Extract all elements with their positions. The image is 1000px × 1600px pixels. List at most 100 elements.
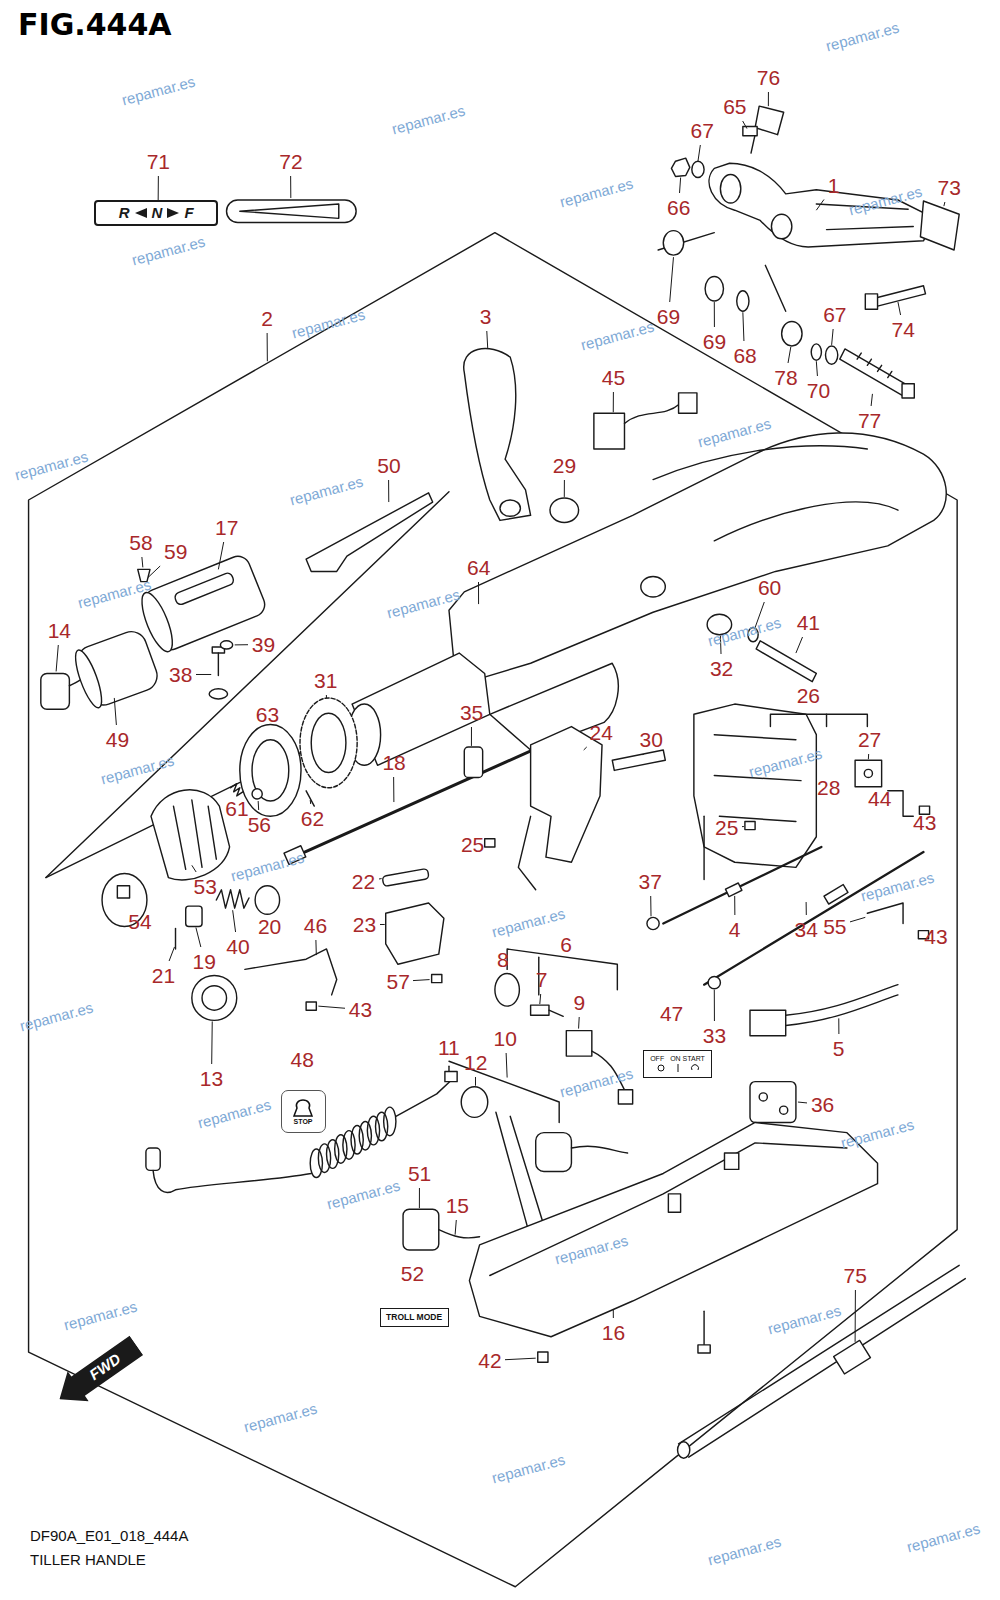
node-text: F [184, 205, 193, 221]
leader-line [743, 121, 747, 129]
leader-line [211, 1021, 213, 1064]
watermark: repamar.es [288, 474, 365, 509]
callout-number: 37 [638, 870, 663, 893]
callout-number: 16 [601, 1321, 626, 1344]
leader-line [393, 777, 394, 802]
leader-line [714, 302, 715, 327]
stop-icon: STOP [281, 1090, 326, 1133]
callout-number: 68 [732, 344, 757, 367]
watermark: repamar.es [696, 416, 773, 451]
leader-line [380, 924, 385, 925]
watermark: repamar.es [13, 448, 90, 483]
callout-number: 46 [303, 914, 328, 937]
leader-line [584, 747, 587, 750]
leader-line [613, 1309, 614, 1318]
callout-number: 72 [278, 150, 303, 173]
callout-number: 75 [843, 1264, 868, 1287]
callout-number: 14 [47, 619, 72, 642]
callout-number: 59 [163, 540, 188, 563]
leader-line [475, 1077, 476, 1086]
callout-number: 43 [348, 998, 373, 1021]
leader-line [838, 1018, 839, 1034]
off-symbol [658, 1065, 664, 1071]
leader-line [236, 793, 237, 794]
callout-number: 50 [376, 454, 401, 477]
leader-line [898, 302, 901, 315]
callout-number: 56 [247, 813, 272, 836]
watermark: repamar.es [325, 1178, 402, 1213]
leader-line [379, 878, 382, 879]
leader-line [141, 557, 143, 567]
callout-number: 27 [857, 728, 882, 751]
callout-number: 3 [479, 305, 493, 328]
callout-number: 48 [290, 1048, 315, 1071]
callout-number: 18 [381, 751, 406, 774]
leader-line [192, 865, 196, 872]
watermark: repamar.es [906, 1521, 983, 1556]
callout-number: 29 [552, 454, 577, 477]
callout-number: 11 [437, 1036, 461, 1059]
callout-number: 15 [445, 1194, 470, 1217]
node-text: N [152, 205, 163, 221]
callout-number: 71 [146, 150, 171, 173]
arrow-triangle [167, 208, 179, 218]
callout-number: 67 [822, 303, 847, 326]
decal-row: OFFON START [650, 1055, 705, 1062]
callout-number: 39 [251, 633, 276, 656]
callout-number: 70 [806, 379, 831, 402]
leader-line [832, 329, 833, 345]
leader-line [196, 674, 211, 675]
leader-line [506, 1053, 507, 1078]
callout-number: 9 [573, 991, 587, 1014]
leader-line [148, 566, 160, 578]
leader-line [539, 994, 541, 1004]
callout-number: 69 [656, 305, 681, 328]
leader-line [816, 199, 824, 210]
callout-number: 64 [466, 556, 491, 579]
callout-number: 57 [385, 970, 410, 993]
callout-number: 76 [756, 66, 781, 89]
callout-number: 26 [796, 684, 821, 707]
callout-number: 65 [722, 95, 747, 118]
leader-line [734, 896, 735, 915]
leader-line [670, 257, 674, 302]
callout-number: 33 [702, 1024, 727, 1047]
start-symbol [691, 1065, 698, 1070]
leader-line [806, 902, 807, 915]
leader-line [419, 1188, 420, 1208]
figure-caption: TILLER HANDLE [30, 1552, 146, 1569]
callout-number: 25 [460, 833, 485, 856]
callout-number: 5 [832, 1037, 846, 1060]
drawing-code: DF90A_E01_018_444A [30, 1528, 188, 1545]
callout-number: 77 [857, 409, 882, 432]
callout-number: 32 [709, 657, 734, 680]
callout-number: 42 [477, 1349, 502, 1372]
callout-number: 21 [151, 964, 176, 987]
callout-number: 19 [192, 950, 217, 973]
switch-symbols [653, 1063, 703, 1073]
callout-number: 58 [128, 531, 153, 554]
leader-line [742, 826, 744, 827]
arrow-triangle [135, 208, 147, 218]
callout-number: 60 [757, 576, 782, 599]
watermark: repamar.es [290, 307, 367, 342]
shift-decal: RNF [94, 200, 218, 226]
leader-line [868, 754, 869, 759]
callout-number: 2 [260, 307, 274, 330]
callout-number: 45 [601, 366, 626, 389]
watermark: repamar.es [130, 233, 207, 268]
watermark: repamar.es [559, 176, 636, 211]
leader-line [743, 312, 744, 341]
callout-number: 28 [816, 776, 841, 799]
leader-line [471, 727, 472, 746]
watermark: repamar.es [196, 1096, 273, 1131]
watermark: repamar.es [579, 319, 656, 354]
watermark: repamar.es [839, 1117, 916, 1152]
callout-number: 31 [313, 669, 338, 692]
leader-line [816, 361, 817, 376]
leader-line [310, 800, 311, 804]
callout-number: 13 [199, 1067, 224, 1090]
callout-number: 52 [400, 1262, 425, 1285]
leader-line [944, 202, 945, 206]
